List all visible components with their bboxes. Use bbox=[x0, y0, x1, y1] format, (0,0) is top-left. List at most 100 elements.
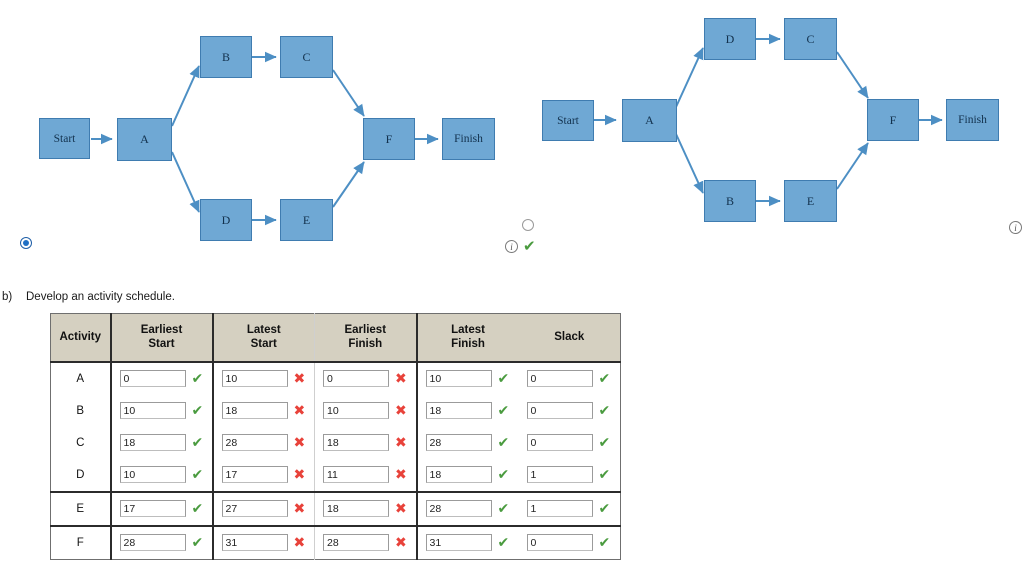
cell-activity: A bbox=[50, 361, 111, 395]
col-header-activity: Activity bbox=[50, 313, 111, 363]
question-marker: b) bbox=[2, 291, 13, 303]
cell-latest-start: ✖ bbox=[211, 394, 315, 427]
correct-check-icon: ✔ bbox=[191, 370, 204, 387]
latest-finish-input[interactable] bbox=[425, 534, 492, 552]
cell-latest-finish: ✔ bbox=[415, 394, 519, 427]
latest-finish-input[interactable] bbox=[425, 466, 492, 484]
cell-activity: C bbox=[50, 426, 111, 459]
latest-start-input[interactable] bbox=[221, 434, 288, 452]
node-b[interactable]: B bbox=[704, 180, 756, 222]
node-start[interactable]: Start bbox=[39, 118, 90, 159]
node-d[interactable]: D bbox=[200, 199, 252, 241]
col-header-latest-start: Latest Start bbox=[211, 313, 315, 363]
earliest-finish-input[interactable] bbox=[323, 500, 389, 518]
activity-schedule-table: Activity Earliest Start Latest Start Ear… bbox=[50, 313, 621, 560]
col-header-earliest-finish: Earliest Finish bbox=[314, 313, 417, 363]
node-a[interactable]: A bbox=[622, 99, 677, 142]
node-finish[interactable]: Finish bbox=[442, 118, 495, 160]
info-icon-left[interactable]: i bbox=[1009, 221, 1022, 234]
cell-earliest-start: ✔ bbox=[109, 491, 213, 527]
cell-latest-start: ✖ bbox=[211, 361, 315, 395]
cell-earliest-start: ✔ bbox=[109, 525, 213, 560]
node-e[interactable]: E bbox=[280, 199, 333, 241]
slack-input[interactable] bbox=[526, 534, 593, 552]
diagram-option-2-correct-mark: ✔ bbox=[523, 237, 536, 255]
cell-latest-finish: ✔ bbox=[415, 458, 519, 493]
correct-check-icon: ✔ bbox=[497, 434, 510, 451]
cell-slack: ✔ bbox=[518, 394, 621, 427]
latest-start-input[interactable] bbox=[221, 534, 288, 552]
latest-start-input[interactable] bbox=[221, 466, 288, 484]
col-header-earliest-start-line2: Start bbox=[148, 338, 175, 351]
cell-latest-finish: ✔ bbox=[415, 525, 519, 560]
cell-slack: ✔ bbox=[518, 361, 621, 395]
earliest-finish-input[interactable] bbox=[323, 370, 389, 388]
slack-input[interactable] bbox=[526, 500, 593, 518]
table-row: B✔✖✖✔✔ bbox=[50, 394, 621, 427]
cell-earliest-start: ✔ bbox=[109, 361, 213, 395]
node-c[interactable]: C bbox=[784, 18, 837, 60]
cell-slack: ✔ bbox=[518, 426, 621, 459]
correct-check-icon: ✔ bbox=[191, 500, 204, 517]
cell-earliest-finish: ✖ bbox=[314, 394, 417, 427]
earliest-start-input[interactable] bbox=[119, 466, 186, 484]
cell-slack: ✔ bbox=[518, 458, 621, 493]
correct-check-icon: ✔ bbox=[497, 466, 510, 483]
cell-earliest-start: ✔ bbox=[109, 394, 213, 427]
node-a[interactable]: A bbox=[117, 118, 172, 161]
latest-finish-input[interactable] bbox=[425, 370, 492, 388]
latest-start-input[interactable] bbox=[221, 402, 288, 420]
network-diagram-option-2[interactable]: Start A D C B E F Finish bbox=[512, 0, 1024, 265]
slack-input[interactable] bbox=[526, 370, 593, 388]
earliest-finish-input[interactable] bbox=[323, 434, 389, 452]
latest-finish-input[interactable] bbox=[425, 402, 492, 420]
network-diagram-option-1[interactable]: Start A B C D E F Finish bbox=[0, 0, 512, 265]
node-e[interactable]: E bbox=[784, 180, 837, 222]
earliest-start-input[interactable] bbox=[119, 534, 186, 552]
node-c[interactable]: C bbox=[280, 36, 333, 78]
earliest-start-input[interactable] bbox=[119, 434, 186, 452]
correct-check-icon: ✔ bbox=[497, 402, 510, 419]
latest-start-input[interactable] bbox=[221, 370, 288, 388]
table-header-row: Activity Earliest Start Latest Start Ear… bbox=[50, 313, 621, 363]
table-row: E✔✖✖✔✔ bbox=[50, 491, 621, 527]
node-b[interactable]: B bbox=[200, 36, 252, 78]
earliest-start-input[interactable] bbox=[119, 370, 186, 388]
slack-input[interactable] bbox=[526, 402, 593, 420]
node-start[interactable]: Start bbox=[542, 100, 594, 141]
cell-latest-finish: ✔ bbox=[415, 491, 519, 527]
diagram-left-arrows bbox=[91, 51, 439, 226]
node-finish[interactable]: Finish bbox=[946, 99, 999, 141]
cell-earliest-finish: ✖ bbox=[314, 426, 417, 459]
latest-finish-input[interactable] bbox=[425, 500, 492, 518]
node-f[interactable]: F bbox=[867, 99, 919, 141]
slack-input[interactable] bbox=[526, 434, 593, 452]
diagram-option-1-radio[interactable] bbox=[20, 237, 32, 249]
cell-activity: F bbox=[50, 525, 111, 560]
correct-check-icon: ✔ bbox=[497, 370, 510, 387]
col-header-latest-start-line1: Latest bbox=[246, 324, 281, 336]
earliest-start-input[interactable] bbox=[119, 402, 186, 420]
cell-slack: ✔ bbox=[518, 525, 621, 560]
slack-input[interactable] bbox=[526, 466, 593, 484]
info-icon-right[interactable]: i bbox=[505, 240, 518, 253]
correct-check-icon: ✔ bbox=[497, 534, 510, 551]
earliest-start-input[interactable] bbox=[119, 500, 186, 518]
node-f[interactable]: F bbox=[363, 118, 415, 160]
earliest-finish-input[interactable] bbox=[323, 534, 389, 552]
earliest-finish-input[interactable] bbox=[323, 466, 389, 484]
question-label: b)Develop an activity schedule. bbox=[2, 291, 175, 303]
correct-check-icon: ✔ bbox=[598, 370, 611, 387]
diagram-option-2-radio[interactable] bbox=[522, 219, 534, 231]
cell-latest-start: ✖ bbox=[211, 458, 315, 493]
incorrect-cross-icon: ✖ bbox=[395, 534, 407, 551]
latest-start-input[interactable] bbox=[221, 500, 288, 518]
incorrect-cross-icon: ✖ bbox=[293, 534, 306, 551]
correct-check-icon: ✔ bbox=[598, 500, 611, 517]
table-row: D✔✖✖✔✔ bbox=[50, 458, 621, 493]
latest-finish-input[interactable] bbox=[425, 434, 492, 452]
earliest-finish-input[interactable] bbox=[323, 402, 389, 420]
col-header-slack: Slack bbox=[518, 313, 621, 363]
node-d[interactable]: D bbox=[704, 18, 756, 60]
